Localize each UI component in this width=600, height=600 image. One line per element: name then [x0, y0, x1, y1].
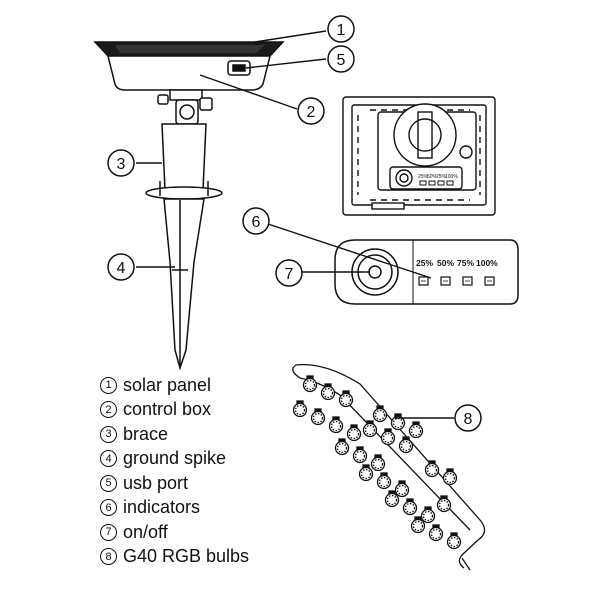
g40-bulb: [380, 428, 396, 446]
solar-light-assembly: [93, 41, 285, 371]
indicator-leds: [418, 276, 495, 286]
callout-6: 6: [242, 207, 270, 235]
legend-number: 3: [100, 425, 117, 443]
indicator-label-100: 100%: [476, 258, 498, 268]
g40-bulb: [398, 436, 414, 454]
callout-4: 4: [107, 253, 135, 281]
callout-7: 7: [275, 259, 303, 287]
control-box-back-view: [342, 96, 496, 216]
svg-text:1: 1: [337, 22, 346, 39]
g40-bulb: [346, 424, 362, 442]
svg-text:8: 8: [464, 411, 473, 428]
g40-bulb: [302, 375, 318, 393]
g40-bulb: [338, 390, 354, 408]
legend: 1 solar panel 2 control box 3 brace 4 ground…: [100, 373, 249, 569]
ground-spike: [163, 198, 205, 371]
callouts: 1 5 2 3 6 4 7 8: [107, 15, 482, 432]
legend-item: 1 solar panel: [100, 373, 249, 398]
callout-1: 1: [327, 15, 355, 43]
g40-bulb: [334, 438, 350, 456]
legend-label: brace: [123, 423, 169, 444]
legend-label: usb port: [123, 472, 189, 493]
g40-bulb: [402, 498, 418, 516]
g40-bulb: [390, 413, 406, 431]
svg-text:6: 6: [252, 214, 261, 231]
g40-bulb: [394, 480, 410, 498]
solar-panel: [93, 41, 285, 57]
callout-8: 8: [454, 404, 482, 432]
legend-label: G40 RGB bulbs: [123, 546, 250, 567]
g40-bulb: [420, 506, 436, 524]
legend-number: 2: [100, 401, 117, 419]
indicator-label-75: 75%: [457, 258, 474, 268]
g40-bulb: [446, 532, 462, 550]
g40-bulb: [372, 405, 388, 423]
legend-label: indicators: [123, 497, 201, 518]
legend-label: control box: [123, 399, 212, 420]
callout-3: 3: [107, 149, 135, 177]
leader-lines: [136, 30, 454, 419]
g40-bulb: [358, 464, 374, 482]
svg-text:4: 4: [117, 260, 126, 277]
indicator-label-25: 25%: [416, 258, 433, 268]
legend-item: 2 control box: [100, 398, 249, 423]
indicator-label-50: 50%: [437, 258, 454, 268]
legend-number: 8: [100, 548, 117, 566]
legend-item: 4 ground spike: [100, 447, 249, 472]
legend-label: on/off: [123, 521, 168, 542]
g40-bulb: [424, 460, 440, 478]
legend-item: 7 on/off: [100, 520, 249, 545]
g40-rgb-bulb-string: [292, 363, 486, 571]
svg-text:5: 5: [337, 52, 346, 69]
legend-item: 8 G40 RGB bulbs: [100, 545, 249, 570]
mount-joint: [157, 89, 213, 125]
g40-bulb: [408, 421, 424, 439]
legend-item: 5 usb port: [100, 471, 249, 496]
callout-2: 2: [297, 97, 325, 125]
control-box: [107, 55, 271, 91]
small-indicator-label: 100%: [445, 174, 458, 180]
legend-number: 6: [100, 499, 117, 517]
svg-text:3: 3: [117, 156, 126, 173]
g40-bulb: [328, 416, 344, 434]
legend-number: 1: [100, 376, 117, 394]
g40-bulb: [428, 524, 444, 542]
g40-bulb: [436, 495, 452, 513]
legend-item: 6 indicators: [100, 496, 249, 521]
g40-bulb: [292, 400, 308, 418]
legend-number: 5: [100, 474, 117, 492]
g40-bulb: [370, 454, 386, 472]
svg-text:7: 7: [285, 266, 294, 283]
legend-number: 4: [100, 450, 117, 468]
small-indicator-label: 25%: [418, 174, 429, 180]
g40-bulb: [410, 516, 426, 534]
legend-number: 7: [100, 523, 117, 541]
small-indicator-label: 75%: [436, 174, 447, 180]
g40-bulb: [376, 472, 392, 490]
indicator-labels: 25% 50% 75% 100%: [416, 258, 498, 268]
g40-bulb: [310, 408, 326, 426]
g40-bulb: [442, 468, 458, 486]
g40-bulb: [352, 446, 368, 464]
brace: [161, 123, 207, 191]
small-indicator-label: 50%: [427, 174, 438, 180]
legend-item: 3 brace: [100, 422, 249, 447]
g40-bulb: [362, 420, 378, 438]
callout-5: 5: [327, 45, 355, 73]
g40-bulb: [320, 383, 336, 401]
small-indicator-labels: 25% 50% 75% 100%: [418, 174, 458, 180]
g40-bulb: [384, 490, 400, 508]
legend-label: ground spike: [123, 448, 227, 469]
legend-label: solar panel: [123, 374, 212, 395]
svg-text:2: 2: [307, 104, 316, 121]
